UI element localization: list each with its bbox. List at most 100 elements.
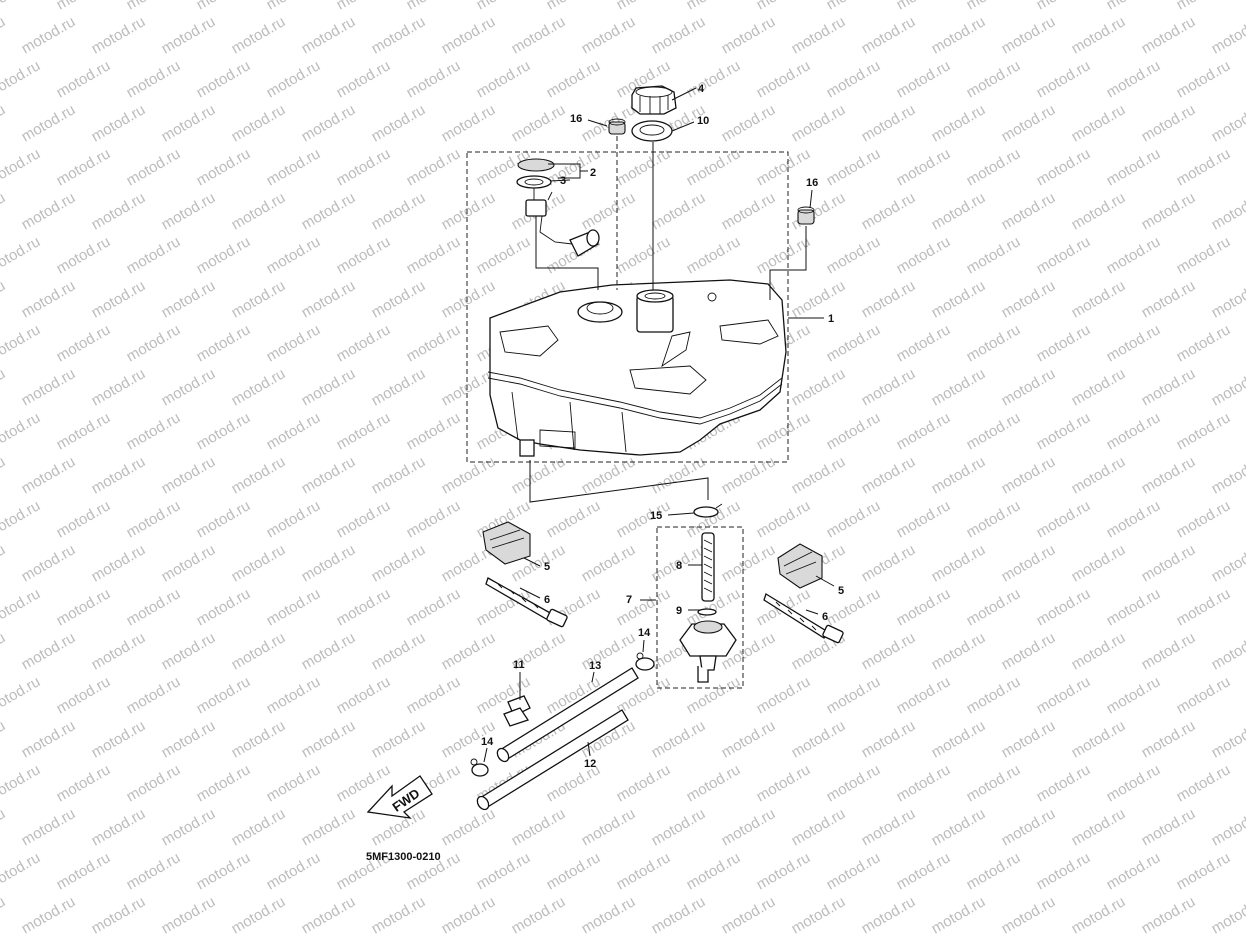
watermark-text: motod.ru [369,101,429,145]
watermark-text: motod.ru [894,849,954,893]
watermark-text: motod.ru [754,409,814,453]
watermark-text: motod.ru [1104,233,1164,277]
watermark-text: motod.ru [54,233,114,277]
callout-grommet-right: 16 [806,177,818,189]
watermark-text: motod.ru [894,145,954,189]
watermark-text: motod.ru [544,849,604,893]
watermark-text: motod.ru [369,541,429,585]
watermark-text: motod.ru [649,805,709,849]
watermark-text: motod.ru [1034,145,1094,189]
watermark-text: motod.ru [0,321,43,365]
watermark-text: motod.ru [0,233,43,277]
watermark-text: motod.ru [159,277,219,321]
watermark-text: motod.ru [719,453,779,497]
fuel-cock [679,532,737,683]
watermark-text: motod.ru [1139,101,1199,145]
watermark-text: motod.ru [19,277,79,321]
watermark-text: motod.ru [124,57,184,101]
watermark-text: motod.ru [1139,277,1199,321]
watermark-text: motod.ru [229,13,289,57]
watermark-text: motod.ru [824,849,884,893]
watermark-text: motod.ru [719,101,779,145]
watermark-text: motod.ru [124,585,184,629]
watermark-text: motod.ru [1139,893,1199,935]
watermark-text: motod.ru [789,893,849,935]
watermark-text: motod.ru [54,57,114,101]
watermark-text: motod.ru [264,673,324,717]
watermark-text: motod.ru [859,541,919,585]
watermark-text: motod.ru [579,101,639,145]
watermark-text: motod.ru [404,673,464,717]
watermark-text: motod.ru [0,673,43,717]
watermark-text: motod.ru [894,409,954,453]
watermark-text: motod.ru [1139,453,1199,497]
watermark-text: motod.ru [439,277,499,321]
watermark-text: motod.ru [1209,277,1246,321]
watermark-text: motod.ru [1139,13,1199,57]
watermark-text: motod.ru [334,497,394,541]
callout-cap-gasket: 10 [697,115,709,127]
watermark-text: motod.ru [1034,761,1094,805]
watermark-text: motod.ru [824,673,884,717]
watermark-text: motod.ru [334,0,394,13]
fuel-gauge-unit [516,158,600,257]
watermark-text: motod.ru [999,629,1059,673]
callout-damper-left: 5 [544,561,550,573]
watermark-text: motod.ru [1104,0,1164,13]
band-left [485,577,568,628]
watermark-text: motod.ru [894,673,954,717]
watermark-text: motod.ru [0,893,8,935]
watermark-text: motod.ru [1209,893,1246,935]
watermark-text: motod.ru [1104,673,1164,717]
callout-leaders [483,87,835,763]
watermark-text: motod.ru [579,541,639,585]
watermark-text: motod.ru [194,673,254,717]
grommet-right-leader [769,226,807,300]
watermark-text: motod.ru [229,541,289,585]
watermark-text: motod.ru [404,0,464,13]
clip-cock [693,503,723,518]
watermark-text: motod.ru [1209,189,1246,233]
watermark-text: motod.ru [89,541,149,585]
watermark-text: motod.ru [929,453,989,497]
watermark-text: motod.ru [159,717,219,761]
watermark-text: motod.ru [789,277,849,321]
watermark-text: motod.ru [684,849,744,893]
watermark-text: motod.ru [159,13,219,57]
watermark-text: motod.ru [579,13,639,57]
watermark-text: motod.ru [229,453,289,497]
callout-clip-cock: 15 [650,510,662,522]
watermark-text: motod.ru [0,189,8,233]
watermark-text: motod.ru [1174,233,1234,277]
watermark-text: motod.ru [334,321,394,365]
watermark-text: motod.ru [859,13,919,57]
watermark-text: motod.ru [999,13,1059,57]
watermark-text: motod.ru [299,629,359,673]
watermark-text: motod.ru [54,497,114,541]
watermark-text: motod.ru [929,717,989,761]
watermark-text: motod.ru [0,717,8,761]
watermark-text: motod.ru [229,629,289,673]
watermark-text: motod.ru [754,497,814,541]
watermark-text: motod.ru [894,57,954,101]
watermark-text: motod.ru [194,497,254,541]
watermark-text: motod.ru [124,849,184,893]
watermark-text: motod.ru [929,101,989,145]
watermark-text: motod.ru [334,145,394,189]
watermark-text: motod.ru [1034,849,1094,893]
watermark-text: motod.ru [1034,673,1094,717]
watermark-text: motod.ru [1139,805,1199,849]
watermark-text: motod.ru [1069,365,1129,409]
watermark-text: motod.ru [999,541,1059,585]
watermark-text: motod.ru [929,189,989,233]
clip-upper [635,652,655,671]
fuel-hose [476,709,629,811]
grommet-right [797,206,815,225]
watermark-text: motod.ru [124,145,184,189]
watermark-text: motod.ru [124,233,184,277]
watermark-text: motod.ru [999,893,1059,935]
callout-numbers: 1 2 3 4 10 16 16 15 8 9 7 5 6 5 6 14 11 … [481,83,844,770]
watermark-text: motod.ru [299,541,359,585]
watermark-text: motod.ru [1069,805,1129,849]
